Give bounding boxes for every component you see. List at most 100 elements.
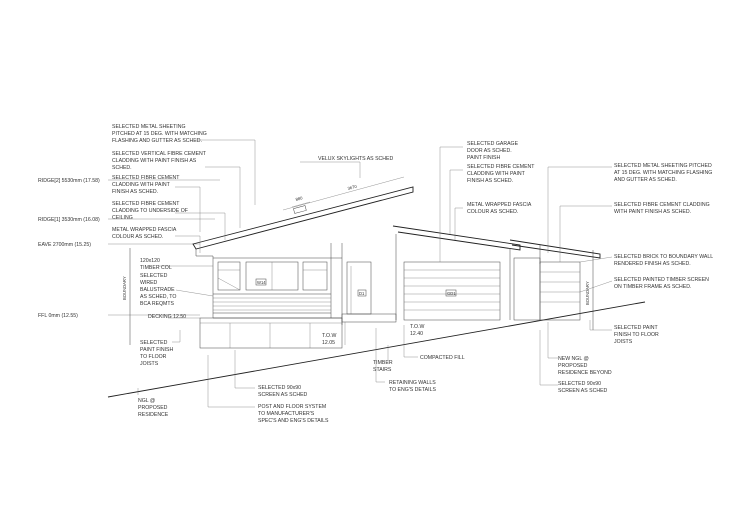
- svg-text:SELECTED 90x90: SELECTED 90x90: [258, 385, 301, 391]
- svg-text:SELECTED METAL SHEETING: SELECTED METAL SHEETING: [112, 124, 186, 130]
- note-vertical-cladding: SELECTED VERTICAL FIBRE CEMENT CLADDING …: [112, 151, 207, 171]
- main-wall: [212, 243, 343, 325]
- svg-text:FINISH AS SCHED.: FINISH AS SCHED.: [112, 189, 158, 195]
- svg-text:JOISTS: JOISTS: [614, 339, 633, 345]
- level-lines: RIDGE[2] 5530mm (17.58) RIDGE[1] 3530mm …: [38, 178, 220, 319]
- svg-text:ON TIMBER FRAME AS SCHED.: ON TIMBER FRAME AS SCHED.: [614, 284, 691, 290]
- note-tow-right: T.O.W 12.40: [410, 324, 425, 337]
- svg-text:FINISH AS SCHED.: FINISH AS SCHED.: [467, 178, 513, 184]
- svg-text:POST AND FLOOR SYSTEM: POST AND FLOOR SYSTEM: [258, 404, 326, 410]
- note-post-floor: POST AND FLOOR SYSTEM TO MANUFACTURER'S …: [258, 404, 329, 424]
- svg-text:AS SCHED, TO: AS SCHED, TO: [140, 294, 176, 300]
- svg-text:TO ENG'S DETAILS: TO ENG'S DETAILS: [389, 387, 436, 393]
- svg-text:TIMBER: TIMBER: [373, 360, 393, 366]
- note-screen-left: SELECTED 90x90 SCREEN AS SCHED: [258, 385, 308, 398]
- note-fibre-centre: SELECTED FIBRE CEMENT CLADDING WITH PAIN…: [467, 164, 535, 184]
- svg-text:CLADDING WITH PAINT: CLADDING WITH PAINT: [112, 182, 171, 188]
- svg-text:12.40: 12.40: [410, 331, 423, 337]
- ground-line: [107, 301, 646, 398]
- svg-text:PROPOSED: PROPOSED: [138, 405, 168, 411]
- note-fascia-centre: METAL WRAPPED FASCIA COLOUR AS SCHED.: [467, 202, 532, 215]
- svg-text:SELECTED FIBRE CEMENT: SELECTED FIBRE CEMENT: [467, 164, 535, 170]
- svg-text:RESIDENCE BEYOND: RESIDENCE BEYOND: [558, 370, 612, 376]
- boundary-right: BOUNDARY: [585, 250, 594, 330]
- right-roof: [509, 239, 601, 264]
- svg-text:METAL WRAPPED FASCIA: METAL WRAPPED FASCIA: [112, 227, 177, 233]
- svg-text:12.05: 12.05: [322, 340, 335, 346]
- svg-text:COLOUR AS SCHED.: COLOUR AS SCHED.: [112, 234, 163, 240]
- ridge2-level: RIDGE[2] 5530mm (17.58): [38, 178, 100, 184]
- svg-text:METAL WRAPPED FASCIA: METAL WRAPPED FASCIA: [467, 202, 532, 208]
- door-tag: D1: [359, 291, 365, 296]
- svg-text:RESIDENCE: RESIDENCE: [138, 412, 169, 418]
- svg-text:NGL @: NGL @: [138, 398, 155, 404]
- note-compacted-fill: COMPACTED FILL: [420, 355, 465, 361]
- note-fascia-left: METAL WRAPPED FASCIA COLOUR AS SCHED.: [112, 227, 177, 240]
- svg-text:SELECTED FIBRE CEMENT: SELECTED FIBRE CEMENT: [112, 201, 180, 207]
- note-timber-screen: SELECTED PAINTED TIMBER SCREEN ON TIMBER…: [614, 277, 709, 290]
- svg-text:PITCHED AT 15 DEG. WITH MATCHI: PITCHED AT 15 DEG. WITH MATCHING: [112, 131, 207, 137]
- entry-door: D1: [341, 261, 397, 345]
- dimension-line: 3670 880: [282, 176, 405, 211]
- note-roof-sheeting-right: SELECTED METAL SHEETING PITCHED AT 15 DE…: [614, 163, 712, 183]
- svg-text:SELECTED FIBRE CEMENT: SELECTED FIBRE CEMENT: [112, 175, 180, 181]
- note-screen-right: SELECTED 90x90 SCREEN AS SCHED: [558, 381, 608, 394]
- boundary-left: BOUNDARY: [122, 248, 131, 345]
- svg-text:PAINT FINISH: PAINT FINISH: [140, 347, 173, 353]
- note-brick: SELECTED BRICK TO BOUNDARY WALL RENDERED…: [614, 254, 713, 267]
- note-decking: DECKING 12.50: [148, 314, 186, 320]
- svg-text:T.O.W: T.O.W: [410, 324, 425, 330]
- dim-a: 3670: [347, 184, 358, 191]
- skylight: [293, 205, 307, 214]
- note-roof-sheeting-left: SELECTED METAL SHEETING PITCHED AT 15 DE…: [112, 124, 207, 144]
- garage-roof: [392, 225, 521, 251]
- note-velux: VELUX SKYLIGHTS AS SCHED: [318, 156, 393, 162]
- garage-wall: GD1: [395, 234, 511, 321]
- svg-text:CLADDING WITH PAINT: CLADDING WITH PAINT: [467, 171, 526, 177]
- leaders: [158, 139, 613, 408]
- balustrade: [213, 293, 342, 319]
- svg-text:TIMBER COL: TIMBER COL: [140, 265, 172, 271]
- boundary-right-label: BOUNDARY: [585, 281, 590, 305]
- note-ngl-left: NGL @ PROPOSED RESIDENCE: [137, 388, 169, 418]
- svg-text:SCREEN AS SCHED: SCREEN AS SCHED: [558, 388, 608, 394]
- deck-substructure: [199, 317, 343, 349]
- note-timber-stairs: TIMBER STAIRS: [373, 360, 393, 373]
- svg-text:FLASHING AND GUTTER AS SCHED.: FLASHING AND GUTTER AS SCHED.: [112, 138, 202, 144]
- svg-text:CLADDING TO UNDERSIDE OF: CLADDING TO UNDERSIDE OF: [112, 208, 188, 214]
- svg-text:T.O.W: T.O.W: [322, 333, 337, 339]
- svg-text:SELECTED: SELECTED: [140, 340, 168, 346]
- svg-text:SELECTED BRICK TO BOUNDARY WAL: SELECTED BRICK TO BOUNDARY WALL: [614, 254, 713, 260]
- note-paint-right: SELECTED PAINT FINISH TO FLOOR JOISTS: [614, 325, 659, 345]
- svg-text:STAIRS: STAIRS: [373, 367, 392, 373]
- svg-text:120x120: 120x120: [140, 258, 160, 264]
- svg-text:CLADDING WITH PAINT FINISH AS: CLADDING WITH PAINT FINISH AS: [112, 158, 197, 164]
- svg-text:JOISTS: JOISTS: [140, 361, 159, 367]
- svg-text:SELECTED: SELECTED: [140, 273, 168, 279]
- svg-text:SELECTED PAINT: SELECTED PAINT: [614, 325, 659, 331]
- right-wing: [513, 257, 581, 321]
- svg-text:SELECTED FIBRE CEMENT CLADDING: SELECTED FIBRE CEMENT CLADDING: [614, 202, 710, 208]
- svg-text:WITH PAINT FINISH AS SCHED.: WITH PAINT FINISH AS SCHED.: [614, 209, 691, 215]
- svg-text:AT 15 DEG. WITH MATCHING FLASH: AT 15 DEG. WITH MATCHING FLASHING: [614, 170, 712, 176]
- note-paint-left: SELECTED PAINT FINISH TO FLOOR JOISTS: [140, 340, 173, 367]
- svg-text:CEILING: CEILING: [112, 215, 133, 221]
- eave-level: EAVE 2700mm (15.25): [38, 242, 91, 248]
- svg-text:RENDERED FINISH AS SCHED.: RENDERED FINISH AS SCHED.: [614, 261, 691, 267]
- svg-text:DOOR AS SCHED.: DOOR AS SCHED.: [467, 148, 512, 154]
- note-balustrade: SELECTED WIRED BALUSTRADE AS SCHED, TO B…: [140, 273, 176, 307]
- ridge1-level: RIDGE[1] 3530mm (16.08): [38, 217, 100, 223]
- svg-text:SCHED.: SCHED.: [112, 165, 132, 171]
- main-roof: [192, 186, 414, 257]
- svg-text:SELECTED METAL SHEETING PITCHE: SELECTED METAL SHEETING PITCHED: [614, 163, 712, 169]
- svg-text:NEW NGL @: NEW NGL @: [558, 356, 589, 362]
- svg-text:SPEC'S AND ENG'S DETAILS: SPEC'S AND ENG'S DETAILS: [258, 418, 329, 424]
- svg-text:PROPOSED: PROPOSED: [558, 363, 588, 369]
- dim-b: 880: [295, 195, 304, 202]
- svg-text:BALUSTRADE: BALUSTRADE: [140, 287, 175, 293]
- note-timber-col: 120x120 TIMBER COL: [140, 258, 172, 271]
- svg-text:SELECTED 90x90: SELECTED 90x90: [558, 381, 601, 387]
- svg-text:SELECTED PAINTED TIMBER SCREEN: SELECTED PAINTED TIMBER SCREEN: [614, 277, 709, 283]
- svg-text:COLOUR AS SCHED.: COLOUR AS SCHED.: [467, 209, 518, 215]
- note-tow-left: T.O.W 12.05: [322, 333, 337, 346]
